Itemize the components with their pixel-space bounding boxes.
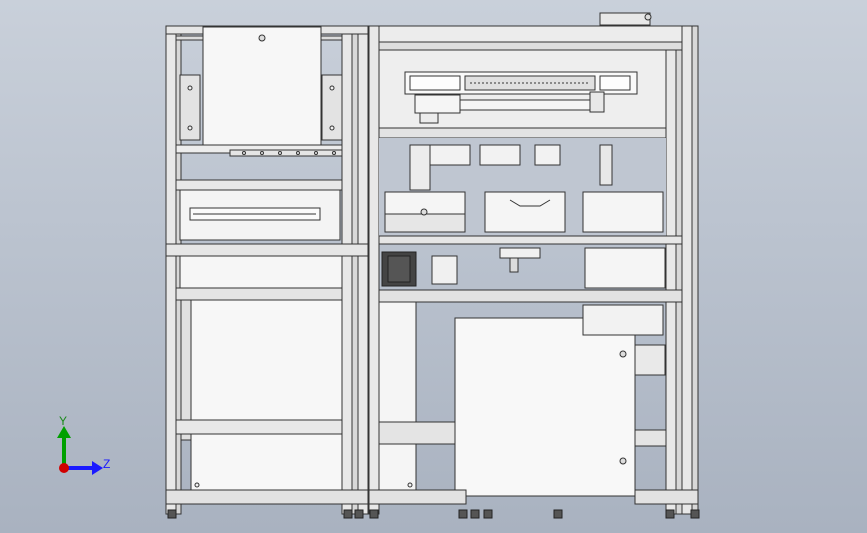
right-post-outer (681, 25, 693, 515)
left-post-middle (341, 25, 353, 515)
axis-triad-icon (57, 426, 103, 475)
mid-beam-left (165, 243, 369, 257)
top-rail (378, 25, 683, 43)
right-module (584, 247, 666, 289)
electrical-cabinet-door (454, 317, 636, 497)
mid-beam-right (378, 235, 683, 245)
right-post-inner (665, 25, 677, 515)
axis-z-label: Z (103, 457, 111, 471)
orientation-triad (40, 410, 120, 480)
left-upper-box (202, 26, 322, 146)
left-bottom-panel (190, 433, 343, 491)
gripper-unit-2 (484, 191, 566, 233)
left-post-outer (165, 25, 177, 515)
axis-y-label: Y (59, 414, 68, 428)
gripper-unit-3 (582, 191, 664, 233)
right-post-left (368, 25, 380, 515)
left-lower-panel (190, 299, 343, 421)
